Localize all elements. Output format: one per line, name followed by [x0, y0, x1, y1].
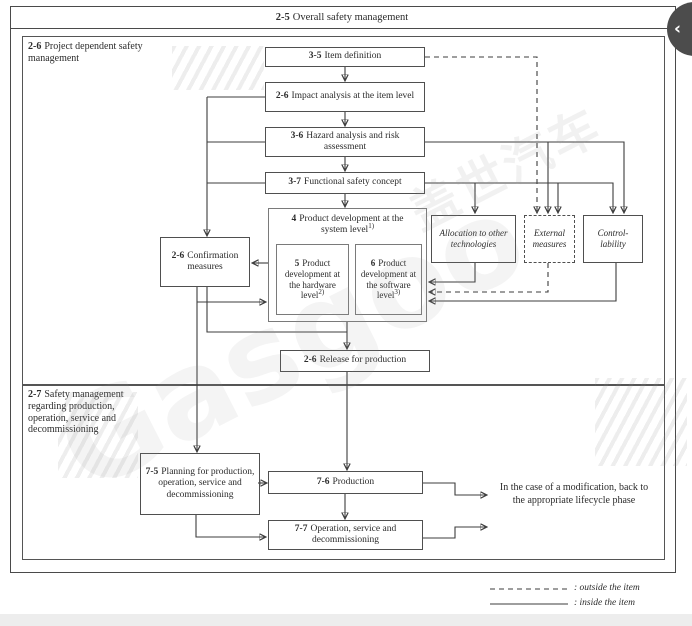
allocation-text: Allocation to other technologies — [439, 228, 508, 249]
section-2-6-text: Project dependent safety management — [28, 41, 143, 64]
chevron-left-icon: ‹ — [674, 19, 682, 39]
impact-analysis-number: 2-6 — [275, 91, 289, 102]
pd-system-number: 4 — [291, 214, 297, 224]
modification-note: In the case of a modification, back to t… — [499, 482, 649, 506]
box-external-measures: External measures — [524, 215, 575, 263]
planning-number: 7-5 — [145, 467, 159, 478]
box-controllability: Control-lability — [583, 215, 643, 263]
operation-text: Operation, service and decommissioning — [310, 523, 397, 545]
legend-inside-item: : inside the item — [574, 598, 635, 608]
hazard-analysis-number: 3-6 — [290, 130, 304, 141]
release-number: 2-6 — [303, 355, 317, 366]
section-2-6-number: 2-6 — [28, 41, 42, 52]
pd-hardware-footnote: 2) — [318, 288, 325, 297]
overall-clause-number: 2-5 — [275, 11, 290, 23]
production-text: Production — [332, 476, 375, 487]
pd-software-text: Product development at the software leve… — [360, 258, 417, 301]
project-dependent-frame — [22, 36, 665, 386]
pd-system-text: Product development at the system level — [299, 214, 404, 236]
fsc-text: Functional safety concept — [304, 177, 402, 188]
external-measures-text: External measures — [532, 228, 567, 249]
overall-safety-frame — [10, 6, 676, 573]
pd-system-footnote: 1) — [368, 222, 375, 231]
pd-hardware-number: 5 — [294, 258, 300, 269]
overall-title-text: Overall safety management — [292, 11, 409, 23]
section-2-7-text: Safety management regarding production, … — [28, 389, 124, 436]
production-number: 7-6 — [316, 476, 330, 487]
hazard-analysis-text: Hazard analysis and risk assessment — [306, 130, 400, 152]
confirmation-text: Confirmation measures — [187, 250, 239, 272]
pd-hardware-text: Product development at the hardware leve… — [284, 258, 341, 301]
operation-number: 7-7 — [294, 523, 308, 534]
confirmation-number: 2-6 — [171, 250, 185, 261]
item-definition-number: 3-5 — [308, 51, 322, 62]
planning-text: Planning for production, operation, serv… — [158, 467, 255, 500]
box-allocation-other-technologies: Allocation to other technologies — [431, 215, 516, 263]
controllability-text: Control-lability — [597, 228, 629, 249]
section-2-7-number: 2-7 — [28, 389, 42, 400]
legend-outside-item: : outside the item — [574, 583, 640, 593]
production-ops-frame — [22, 384, 665, 560]
release-text: Release for production — [319, 355, 407, 366]
fsc-number: 3-7 — [288, 177, 302, 188]
pd-software-number: 6 — [370, 258, 376, 269]
pd-software-footnote: 3) — [394, 288, 401, 297]
item-definition-text: Item definition — [324, 51, 382, 62]
impact-analysis-text: Impact analysis at the item level — [291, 91, 415, 102]
page-bottom-strip — [0, 614, 692, 626]
